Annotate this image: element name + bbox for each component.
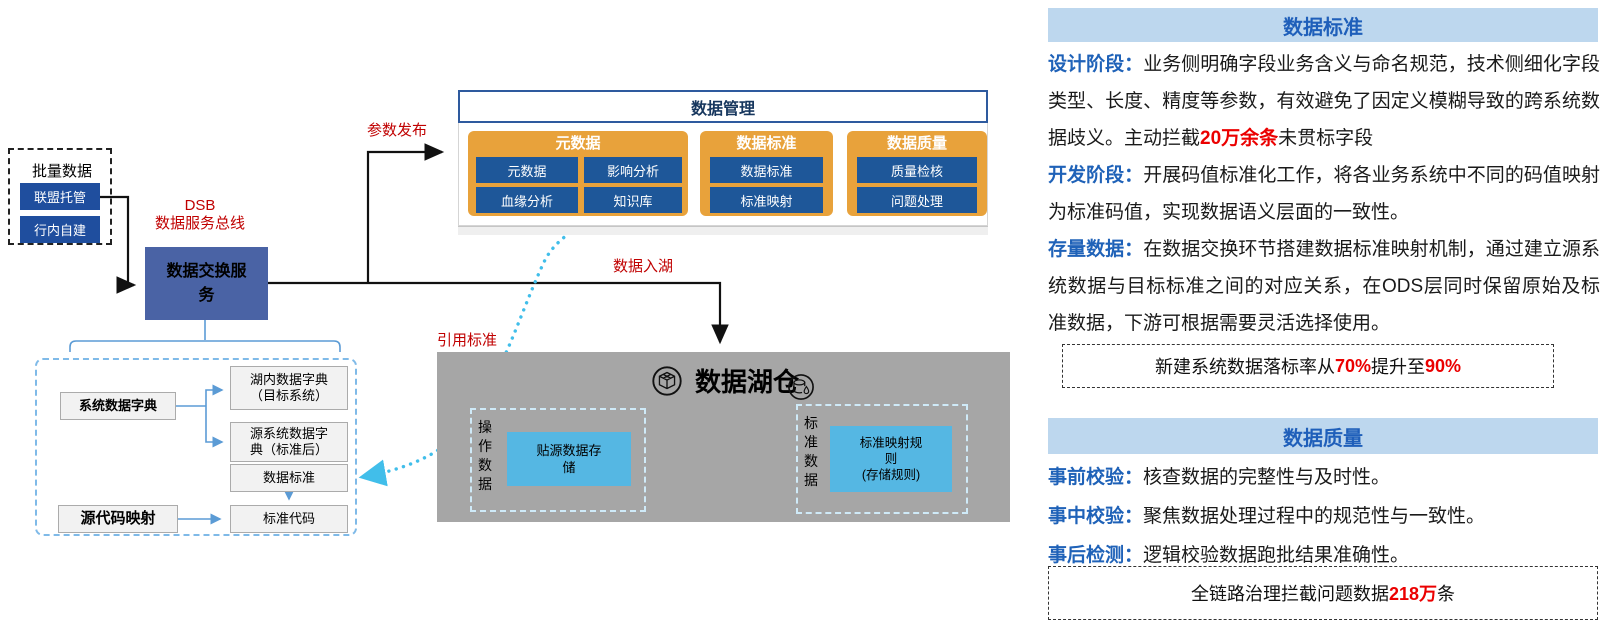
data-into-lake-label: 数据入湖 (612, 258, 673, 275)
cell-metadata: 元数据 (476, 157, 578, 183)
ods-zone-label: 操作数据 (478, 419, 492, 492)
data-quality-paragraphs: 事前校验：核查数据的完整性与及时性。 事中校验：聚焦数据处理过程中的规范性与一致… (1048, 458, 1600, 575)
batch-data-group: 批量数据 (8, 148, 112, 245)
standard-zone-label: 标准数据 (804, 415, 818, 488)
source-system-dict-box: 源系统数据字 典（标准后） (230, 422, 348, 462)
cell-issue-handling: 问题处理 (857, 187, 977, 213)
database-circle-icon (786, 372, 816, 402)
stock-data-paragraph: 存量数据：在数据交换环节搭建数据标准映射机制，通过建立源系统数据与目标标准之间的… (1048, 239, 1600, 334)
cell-quality-check: 质量检核 (857, 157, 977, 183)
cell-impact-analysis: 影响分析 (584, 157, 682, 183)
system-data-dict-box: 系统数据字典 (60, 392, 176, 420)
data-standard-box: 数据标准 (230, 464, 348, 492)
design-phase-paragraph: 设计阶段：业务侧明确字段业务含义与命名规范，技术侧细化字段类型、长度、精度等参数… (1048, 54, 1600, 149)
section-title-data-standard: 数据标准 (1048, 8, 1598, 42)
cell-data-standard: 数据标准 (710, 157, 823, 183)
dev-phase-paragraph: 开发阶段：开展码值标准化工作，将各业务系统中不同的码值映射为标准码值，实现数据语… (1048, 165, 1600, 223)
dictionary-panel (35, 358, 357, 536)
lake-data-dict-box: 湖内数据字典 （目标系统） (230, 366, 348, 410)
standard-mapping-rule-box: 标准映射规 则 (存储规则) (830, 426, 952, 492)
batch-data-title: 批量数据 (31, 163, 92, 180)
section-title-data-quality: 数据质量 (1048, 418, 1598, 454)
standard-zone (796, 404, 968, 514)
ods-zone (470, 408, 646, 512)
metadata-group-title: 元数据 (555, 135, 601, 152)
standard-code-box: 标准代码 (230, 505, 348, 533)
cell-knowledge-base: 知识库 (584, 187, 682, 213)
batch-item-in-house: 行内自建 (20, 216, 100, 243)
dsb-bus-label: DSB 数据服务总线 (154, 197, 245, 232)
batch-item-alliance-hosted: 联盟托管 (20, 183, 100, 210)
cell-lineage-analysis: 血缘分析 (476, 187, 578, 213)
mid-check-line: 事中校验：聚焦数据处理过程中的规范性与一致性。 (1048, 506, 1486, 527)
param-publish-label: 参数发布 (366, 122, 427, 139)
source-code-mapping-box: 源代码映射 (58, 505, 178, 533)
lake-title: 数据湖仓 (694, 367, 799, 397)
post-check-line: 事后检测：逻辑校验数据跑批结果准确性。 (1048, 545, 1410, 566)
reference-standard-label: 引用标准 (436, 332, 497, 349)
data-standard-group-title: 数据标准 (736, 135, 797, 152)
cube-circle-icon (650, 364, 684, 398)
data-standard-paragraphs: 设计阶段：业务侧明确字段业务含义与命名规范，技术侧细化字段类型、长度、精度等参数… (1048, 46, 1600, 342)
pre-check-line: 事前校验：核查数据的完整性与及时性。 (1048, 467, 1391, 488)
source-data-storage-box: 贴源数据存 储 (507, 432, 631, 486)
data-management-header: 数据管理 (458, 90, 988, 123)
data-quality-group-title: 数据质量 (886, 135, 947, 152)
cell-standard-mapping: 标准映射 (710, 187, 823, 213)
panel-bottom-strip (458, 226, 988, 235)
data-exchange-service-box: 数据交换服 务 (145, 247, 268, 320)
